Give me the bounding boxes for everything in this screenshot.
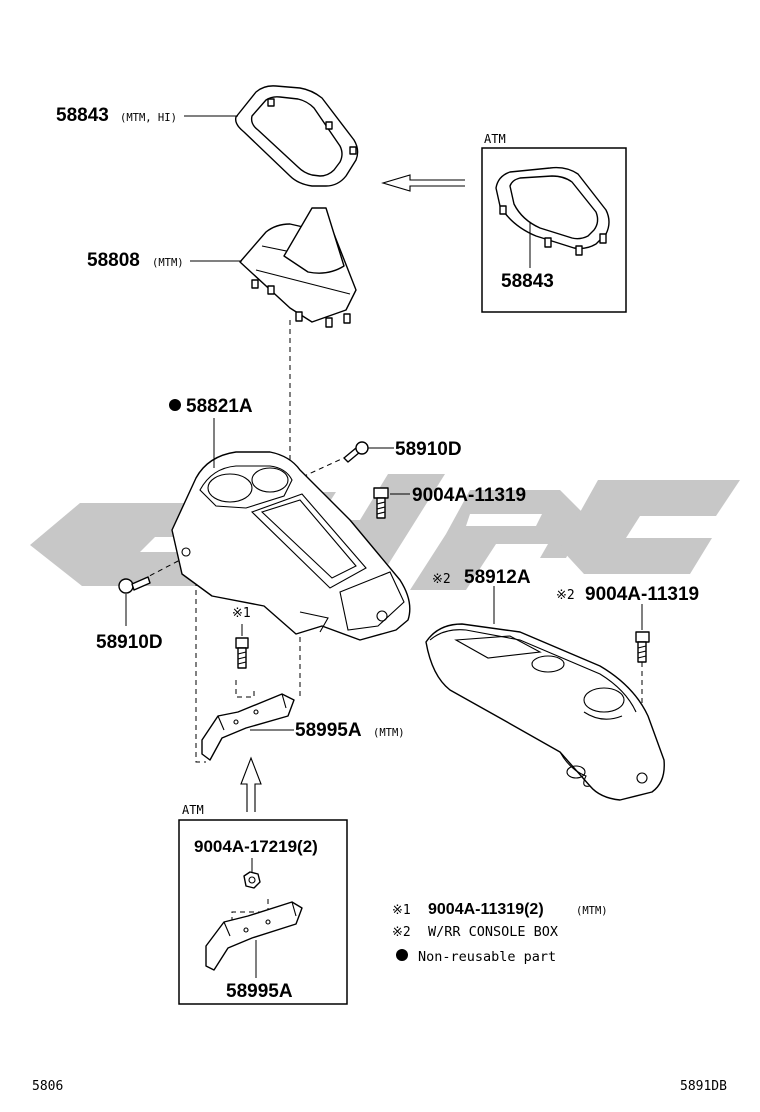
arrow-left-icon (381, 174, 465, 192)
inset-atm-top-heading: ATM (484, 132, 506, 146)
nut-9004a-17219[interactable] (243, 871, 261, 889)
screw-58910d-left[interactable] (118, 576, 151, 594)
label-58843: 58843 (56, 105, 109, 126)
note-1-text: 9004A-11319(2) (428, 901, 544, 918)
label-58995a-suffix: (MTM) (373, 727, 405, 739)
part-58808-shift-boot[interactable] (239, 207, 357, 328)
guide-bolt-to-bracket (235, 680, 255, 698)
part-58843-atm-bezel[interactable] (495, 166, 610, 256)
note-2-marker: ※2 (392, 925, 411, 940)
part-58912a-rear-console-box[interactable] (425, 623, 665, 801)
note-3-text: Non-reusable part (418, 949, 556, 965)
guide-screw-upper (299, 455, 349, 479)
inset-atm-top-part: 58843 (501, 271, 554, 292)
marker-9004a-11319-rr: ※2 (556, 588, 575, 603)
guide-bracket-left (195, 545, 206, 763)
label-58843-suffix: (MTM, HI) (120, 112, 177, 124)
inset-atm-top (481, 147, 627, 313)
label-9004a-11319-rr: 9004A-11319 (585, 584, 699, 605)
marker-ref1: ※1 (232, 606, 251, 621)
inset-atm-bottom-fastener: 9004A-17219(2) (194, 837, 318, 856)
label-58910d-upper: 58910D (395, 439, 462, 460)
note-1-suffix: (MTM) (576, 905, 608, 917)
bolt-9004a-11319[interactable] (373, 487, 389, 519)
label-9004a-11319: 9004A-11319 (412, 485, 526, 506)
label-58821a: 58821A (186, 396, 253, 417)
note-3-marker-icon (396, 949, 408, 961)
label-58808-suffix: (MTM) (152, 257, 184, 269)
footer-left-code: 5806 (32, 1079, 63, 1094)
label-58808: 58808 (87, 250, 140, 271)
part-58995a-atm-bracket[interactable] (205, 901, 303, 971)
label-58910d-left: 58910D (96, 632, 163, 653)
note-2-text: W/RR CONSOLE BOX (428, 924, 558, 940)
screw-58910d-upper[interactable] (343, 441, 369, 463)
bolt-9004a-11319-rr[interactable] (635, 631, 650, 663)
label-58912a: 58912A (464, 567, 531, 588)
bolt-ref1[interactable] (235, 637, 249, 669)
label-58995a: 58995A (295, 720, 362, 741)
part-58821a-console[interactable] (171, 451, 411, 641)
part-58995a-bracket[interactable] (201, 693, 295, 761)
footer-right-code: 5891DB (680, 1079, 727, 1094)
inset-atm-bottom (178, 819, 348, 1005)
inset-atm-bottom-heading: ATM (182, 803, 204, 817)
non-reusable-marker-icon (169, 399, 181, 411)
inset-atm-bottom-part: 58995A (226, 981, 293, 1002)
part-58843-bezel[interactable] (234, 85, 359, 187)
note-1-marker: ※1 (392, 903, 411, 918)
arrow-up-icon (240, 756, 262, 812)
marker-58912a: ※2 (432, 572, 451, 587)
